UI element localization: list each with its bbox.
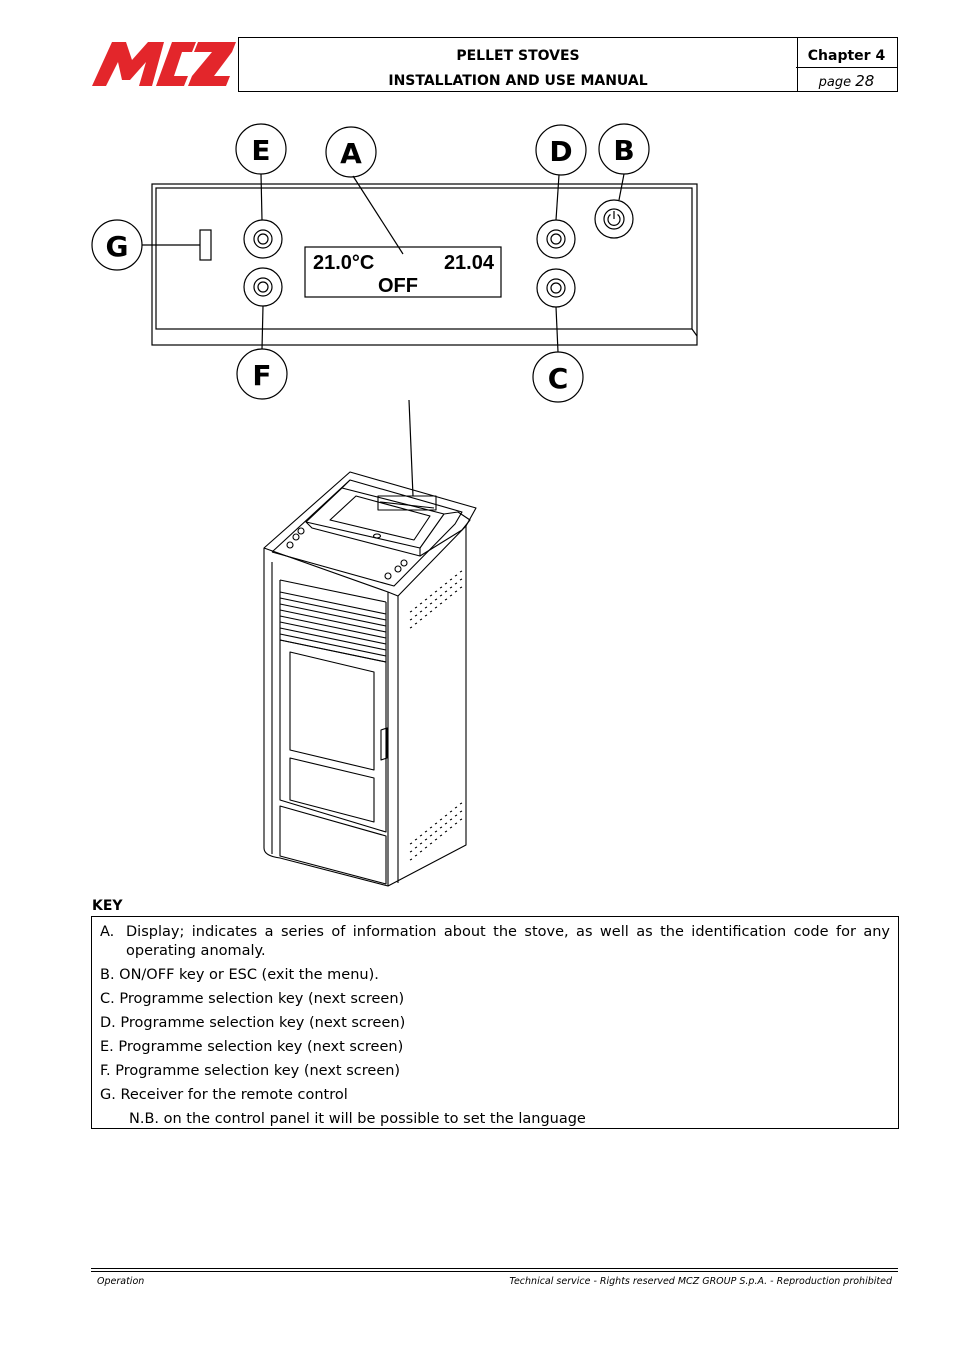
key-item-a-text: Display; indicates a series of informati…	[126, 924, 890, 959]
callout-f: F	[252, 359, 271, 392]
chapter-divider	[796, 67, 897, 68]
page-number: page 28	[796, 72, 897, 90]
key-note: N.B. on the control panel it will be pos…	[129, 1111, 586, 1127]
callout-e: E	[251, 134, 270, 167]
display-temperature: 21.0°C	[313, 252, 374, 274]
key-c-icon	[536, 268, 576, 308]
display-status: OFF	[378, 275, 418, 297]
mcz-logo	[92, 42, 236, 86]
callout-d-circle	[535, 124, 587, 176]
key-item-a-label: A.	[100, 924, 115, 940]
control-panel-inner-outline	[155, 187, 693, 330]
callout-d: D	[549, 135, 572, 168]
key-item-e: E. Programme selection key (next screen)	[100, 1039, 404, 1055]
key-e-icon	[243, 219, 283, 259]
lcd-display	[304, 246, 502, 298]
footer-section: Operation	[97, 1276, 145, 1287]
key-heading: KEY	[92, 898, 123, 914]
callout-b: B	[613, 134, 634, 167]
key-item-f: F. Programme selection key (next screen)	[100, 1063, 401, 1079]
stove-illustration	[263, 471, 477, 887]
chapter-box: Chapter 4 page 28	[796, 37, 898, 92]
footer-rights: Technical service - Rights reserved MCZ …	[509, 1276, 892, 1287]
key-d-icon	[536, 219, 576, 259]
document-title: PELLET STOVES	[456, 48, 580, 64]
power-key-icon	[594, 199, 634, 239]
display-time: 21.04	[444, 252, 495, 274]
footer-rule-top	[91, 1268, 898, 1269]
callout-a: A	[340, 137, 362, 170]
page-number-value: 28	[855, 72, 875, 90]
callout-a-circle	[325, 126, 377, 178]
key-box: A. Display; indicates a series of informa…	[91, 916, 899, 1129]
key-item-b: B. ON/OFF key or ESC (exit the menu).	[100, 967, 379, 983]
remote-receiver	[199, 229, 212, 261]
control-panel-outline	[151, 183, 698, 346]
chapter-label: Chapter 4	[807, 48, 886, 64]
control-panel-figure: E A D B G F C 21.0°C 21.04 OFF	[91, 123, 698, 887]
document-subtitle: INSTALLATION AND USE MANUAL	[388, 73, 648, 89]
header-title-box: PELLET STOVES INSTALLATION AND USE MANUA…	[238, 37, 798, 92]
page-label: page	[818, 75, 852, 90]
key-item-c: C. Programme selection key (next screen)	[100, 991, 405, 1007]
key-item-d: D. Programme selection key (next screen)	[100, 1015, 406, 1031]
callout-g: G	[106, 230, 129, 263]
key-item-a: A. Display; indicates a series of informa…	[100, 923, 890, 961]
callout-c: C	[548, 362, 569, 395]
key-item-g: G. Receiver for the remote control	[100, 1087, 348, 1103]
key-f-icon	[243, 267, 283, 307]
footer-rule-bottom	[91, 1271, 898, 1272]
